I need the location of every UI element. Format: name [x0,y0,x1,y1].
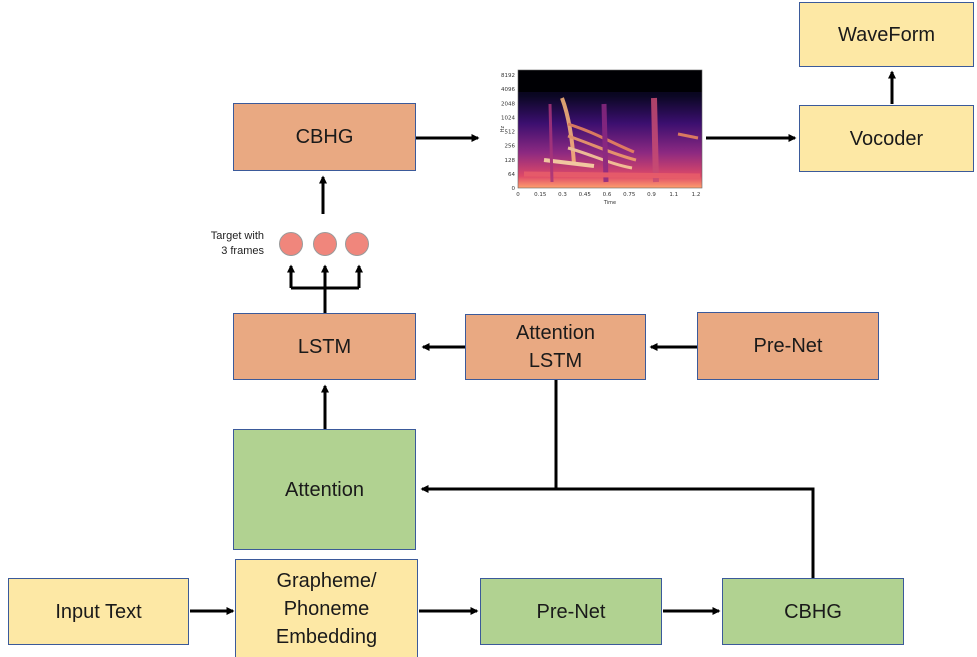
vocoder-box: Vocoder [799,105,974,172]
cbhg-bottom-label: CBHG [784,600,842,623]
input-text-label: Input Text [55,600,142,623]
spectrogram-y-axis-label: Hz [500,125,506,132]
spectrogram-y-tick: 64 [508,172,515,178]
cbhg-top-box: CBHG [233,103,416,171]
waveform-box: WaveForm [799,2,974,67]
spectrogram-y-tick: 512 [505,130,516,136]
mel-spectrogram: 8192 4096 2048 1024 512 256 128 64 0 0 0.15 0.3 0.4… [484,64,706,210]
attention-box: Attention [233,429,416,550]
spectrogram-y-tick: 4096 [501,87,515,93]
spectrogram-x-tick: 0.75 [623,192,636,198]
spectrogram-x-tick: 0.3 [558,192,567,198]
frame-circle-1 [279,232,303,256]
cbhg-bottom-box: CBHG [722,578,904,645]
input-text-box: Input Text [8,578,189,645]
line-cbhg-up [556,487,815,578]
frame-circle-2 [313,232,337,256]
spectrogram-x-tick: 0.9 [647,192,656,198]
embedding-box: Grapheme/ Phoneme Embedding [235,559,418,657]
prenet-top-box: Pre-Net [697,312,879,380]
spectrogram-y-tick: 8192 [501,73,515,79]
spectrogram-x-tick: 0.6 [603,192,612,198]
spectrogram-x-axis-label: Time [603,200,616,206]
lstm-label: LSTM [297,335,352,358]
spectrogram-x-tick: 0.45 [579,192,592,198]
lstm-box: LSTM [233,313,416,380]
spectrogram-x-tick: 1.2 [692,192,701,198]
attention-lstm-box: Attention LSTM [465,314,646,380]
embedding-label: Grapheme/ Phoneme Embedding [275,569,378,648]
prenet-bottom-label: Pre-Net [536,600,606,623]
cbhg-top-label: CBHG [295,126,354,148]
attention-label: Attention [285,478,364,501]
spectrogram-y-tick: 0 [512,186,516,192]
waveform-label: WaveForm [837,23,936,46]
spectrogram-x-tick: 0 [516,192,520,198]
attention-lstm-label: Attention LSTM [516,322,595,372]
spectrogram-plot: 8192 4096 2048 1024 512 256 128 64 0 0 0.15 0.3 0.4… [500,69,703,206]
spectrogram-x-tick: 1.1 [669,192,678,198]
frame-circle-3 [345,232,369,256]
vocoder-label: Vocoder [849,127,924,150]
prenet-bottom-box: Pre-Net [480,578,662,645]
spectrogram-y-tick: 2048 [501,101,515,107]
spectrogram-x-tick: 0.15 [534,192,547,198]
spectrogram-y-tick: 128 [505,158,516,164]
prenet-top-label: Pre-Net [753,335,823,357]
spectrogram-y-tick: 256 [505,144,516,150]
spectrogram-y-tick: 1024 [501,115,515,121]
target-frames-label: Target with 3 frames [210,230,264,257]
